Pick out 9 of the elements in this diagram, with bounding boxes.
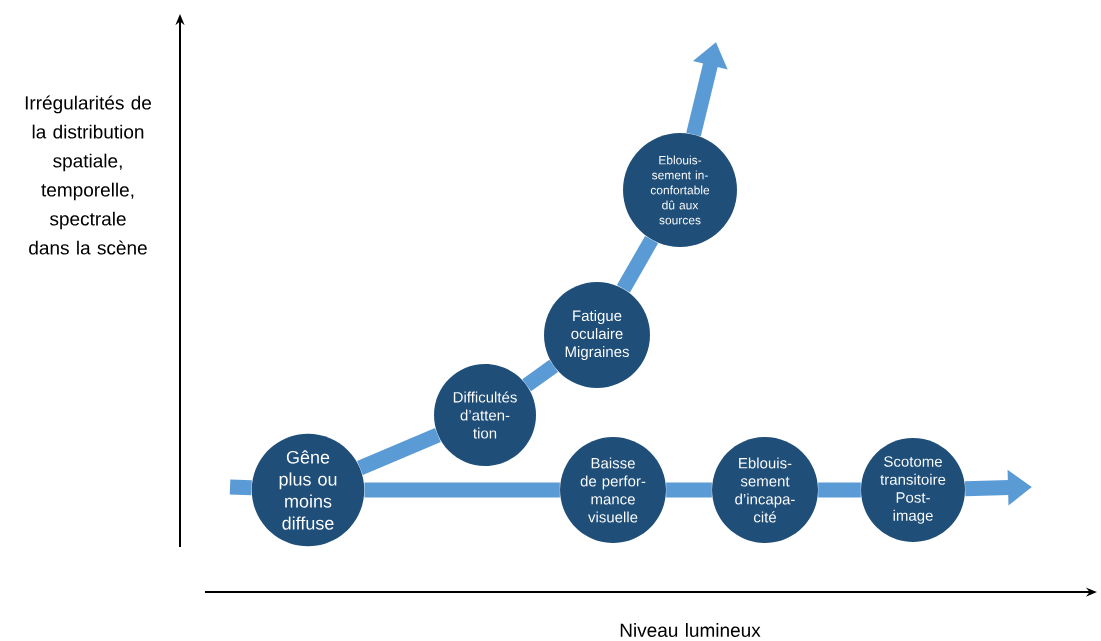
circle-node: Eblouis- sement in- confortable dû aux sources	[623, 133, 737, 247]
circle-node: Difficultés d’atten- tion	[434, 364, 536, 466]
circle-node: Baisse de perfor- mance visuelle	[560, 437, 666, 543]
circle-node: Scotome transitoire Post- image	[861, 438, 965, 542]
circle-node: Eblouis- sement d’incapa- cité	[712, 437, 818, 543]
circle-node: Fatigue oculaire Migraines	[544, 282, 650, 388]
axis-label: Niveau lumineux	[620, 623, 761, 637]
circle-node: Gêne plus ou moins diffuse	[251, 433, 365, 547]
axis-label: Irrégularités de la distribution spatiale, temporelle, spectrale dans la scène	[25, 95, 152, 255]
